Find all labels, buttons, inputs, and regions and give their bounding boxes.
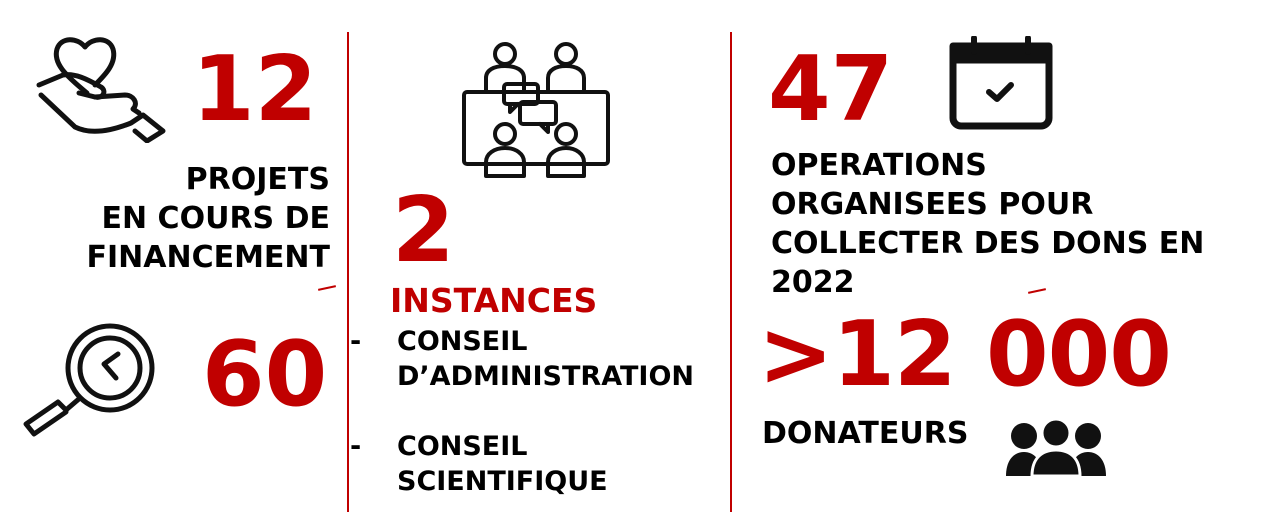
second-count: 60 <box>202 322 328 427</box>
projects-label: PROJETS EN COURS DE FINANCEMENT <box>86 160 330 277</box>
item-line: D’ADMINISTRATION <box>397 361 694 392</box>
item-line: SCIENTIFIQUE <box>397 466 608 497</box>
operations-count: 47 <box>768 37 894 142</box>
label-line: EN COURS DE <box>101 201 330 236</box>
divider-left <box>347 32 349 512</box>
heart-hand-icon <box>35 35 170 143</box>
item-line: CONSEIL <box>397 431 528 462</box>
bullet: - <box>350 431 362 462</box>
calendar-check-icon <box>948 36 1054 130</box>
accent-mark <box>317 285 337 291</box>
instances-count: 2 <box>392 178 455 283</box>
people-group-icon <box>1004 420 1108 476</box>
projects-count: 12 <box>192 37 318 142</box>
label-line: PROJETS <box>185 162 330 197</box>
label-line: OPERATIONS <box>771 148 987 183</box>
instance-item-board: CONSEIL D’ADMINISTRATION <box>397 324 694 394</box>
magnifier-icon <box>18 320 163 442</box>
bullet: - <box>350 326 362 357</box>
donors-count: >12 000 <box>758 302 1172 407</box>
label-line: ORGANISEES POUR <box>771 187 1094 222</box>
donors-label: DONATEURS <box>762 416 969 451</box>
instance-item-scientific: CONSEIL SCIENTIFIQUE <box>397 429 608 499</box>
instances-label: INSTANCES <box>390 281 598 320</box>
meeting-icon <box>460 40 612 180</box>
item-line: CONSEIL <box>397 326 528 357</box>
label-line: FINANCEMENT <box>86 240 330 275</box>
label-line: 2022 <box>771 265 855 300</box>
divider-right <box>730 32 732 512</box>
operations-label: OPERATIONS ORGANISEES POUR COLLECTER DES… <box>771 146 1204 302</box>
label-line: COLLECTER DES DONS EN <box>771 226 1205 261</box>
